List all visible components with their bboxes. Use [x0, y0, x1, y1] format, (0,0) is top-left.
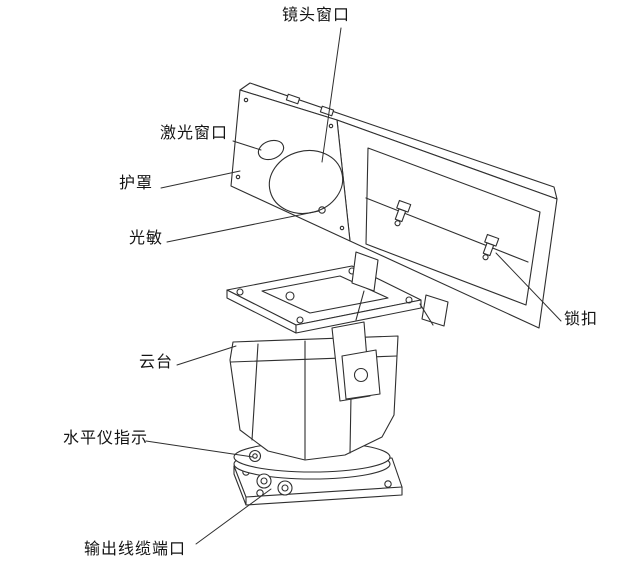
leader-hood [160, 170, 241, 189]
pan-tilt-plate [226, 265, 422, 334]
leader-lines [145, 27, 562, 545]
leader-laser-window [232, 140, 262, 151]
lid-hinge-clips [285, 93, 335, 117]
lock-buckle-latch [482, 233, 500, 261]
leader-lock-buckle [495, 252, 562, 322]
label-level-indicator: 水平仪指示 [63, 430, 149, 447]
leader-pan-tilt [176, 345, 237, 366]
photosensor-dot [318, 206, 326, 214]
front-plate-screws [235, 97, 345, 231]
level-indicator-mark [248, 449, 262, 463]
laser-window-ellipse [257, 139, 285, 161]
door-latch [394, 199, 412, 227]
leader-photosensor [166, 210, 320, 243]
housing-mount-brackets [351, 251, 449, 327]
leader-output-port [195, 488, 272, 545]
label-output-cable-port: 输出线缆端口 [84, 541, 187, 558]
label-lock-buckle: 锁扣 [564, 311, 599, 328]
output-port-connectors [256, 473, 293, 496]
tilt-motor-arm [331, 321, 381, 402]
label-photosensor: 光敏 [129, 230, 164, 247]
label-pan-tilt: 云台 [139, 354, 174, 371]
label-laser-window: 激光窗口 [160, 125, 229, 142]
label-lens-window: 镜头窗口 [282, 7, 351, 24]
label-hood: 护罩 [119, 175, 154, 192]
leader-level-indicator [145, 440, 254, 458]
leader-lens-window [321, 27, 342, 163]
